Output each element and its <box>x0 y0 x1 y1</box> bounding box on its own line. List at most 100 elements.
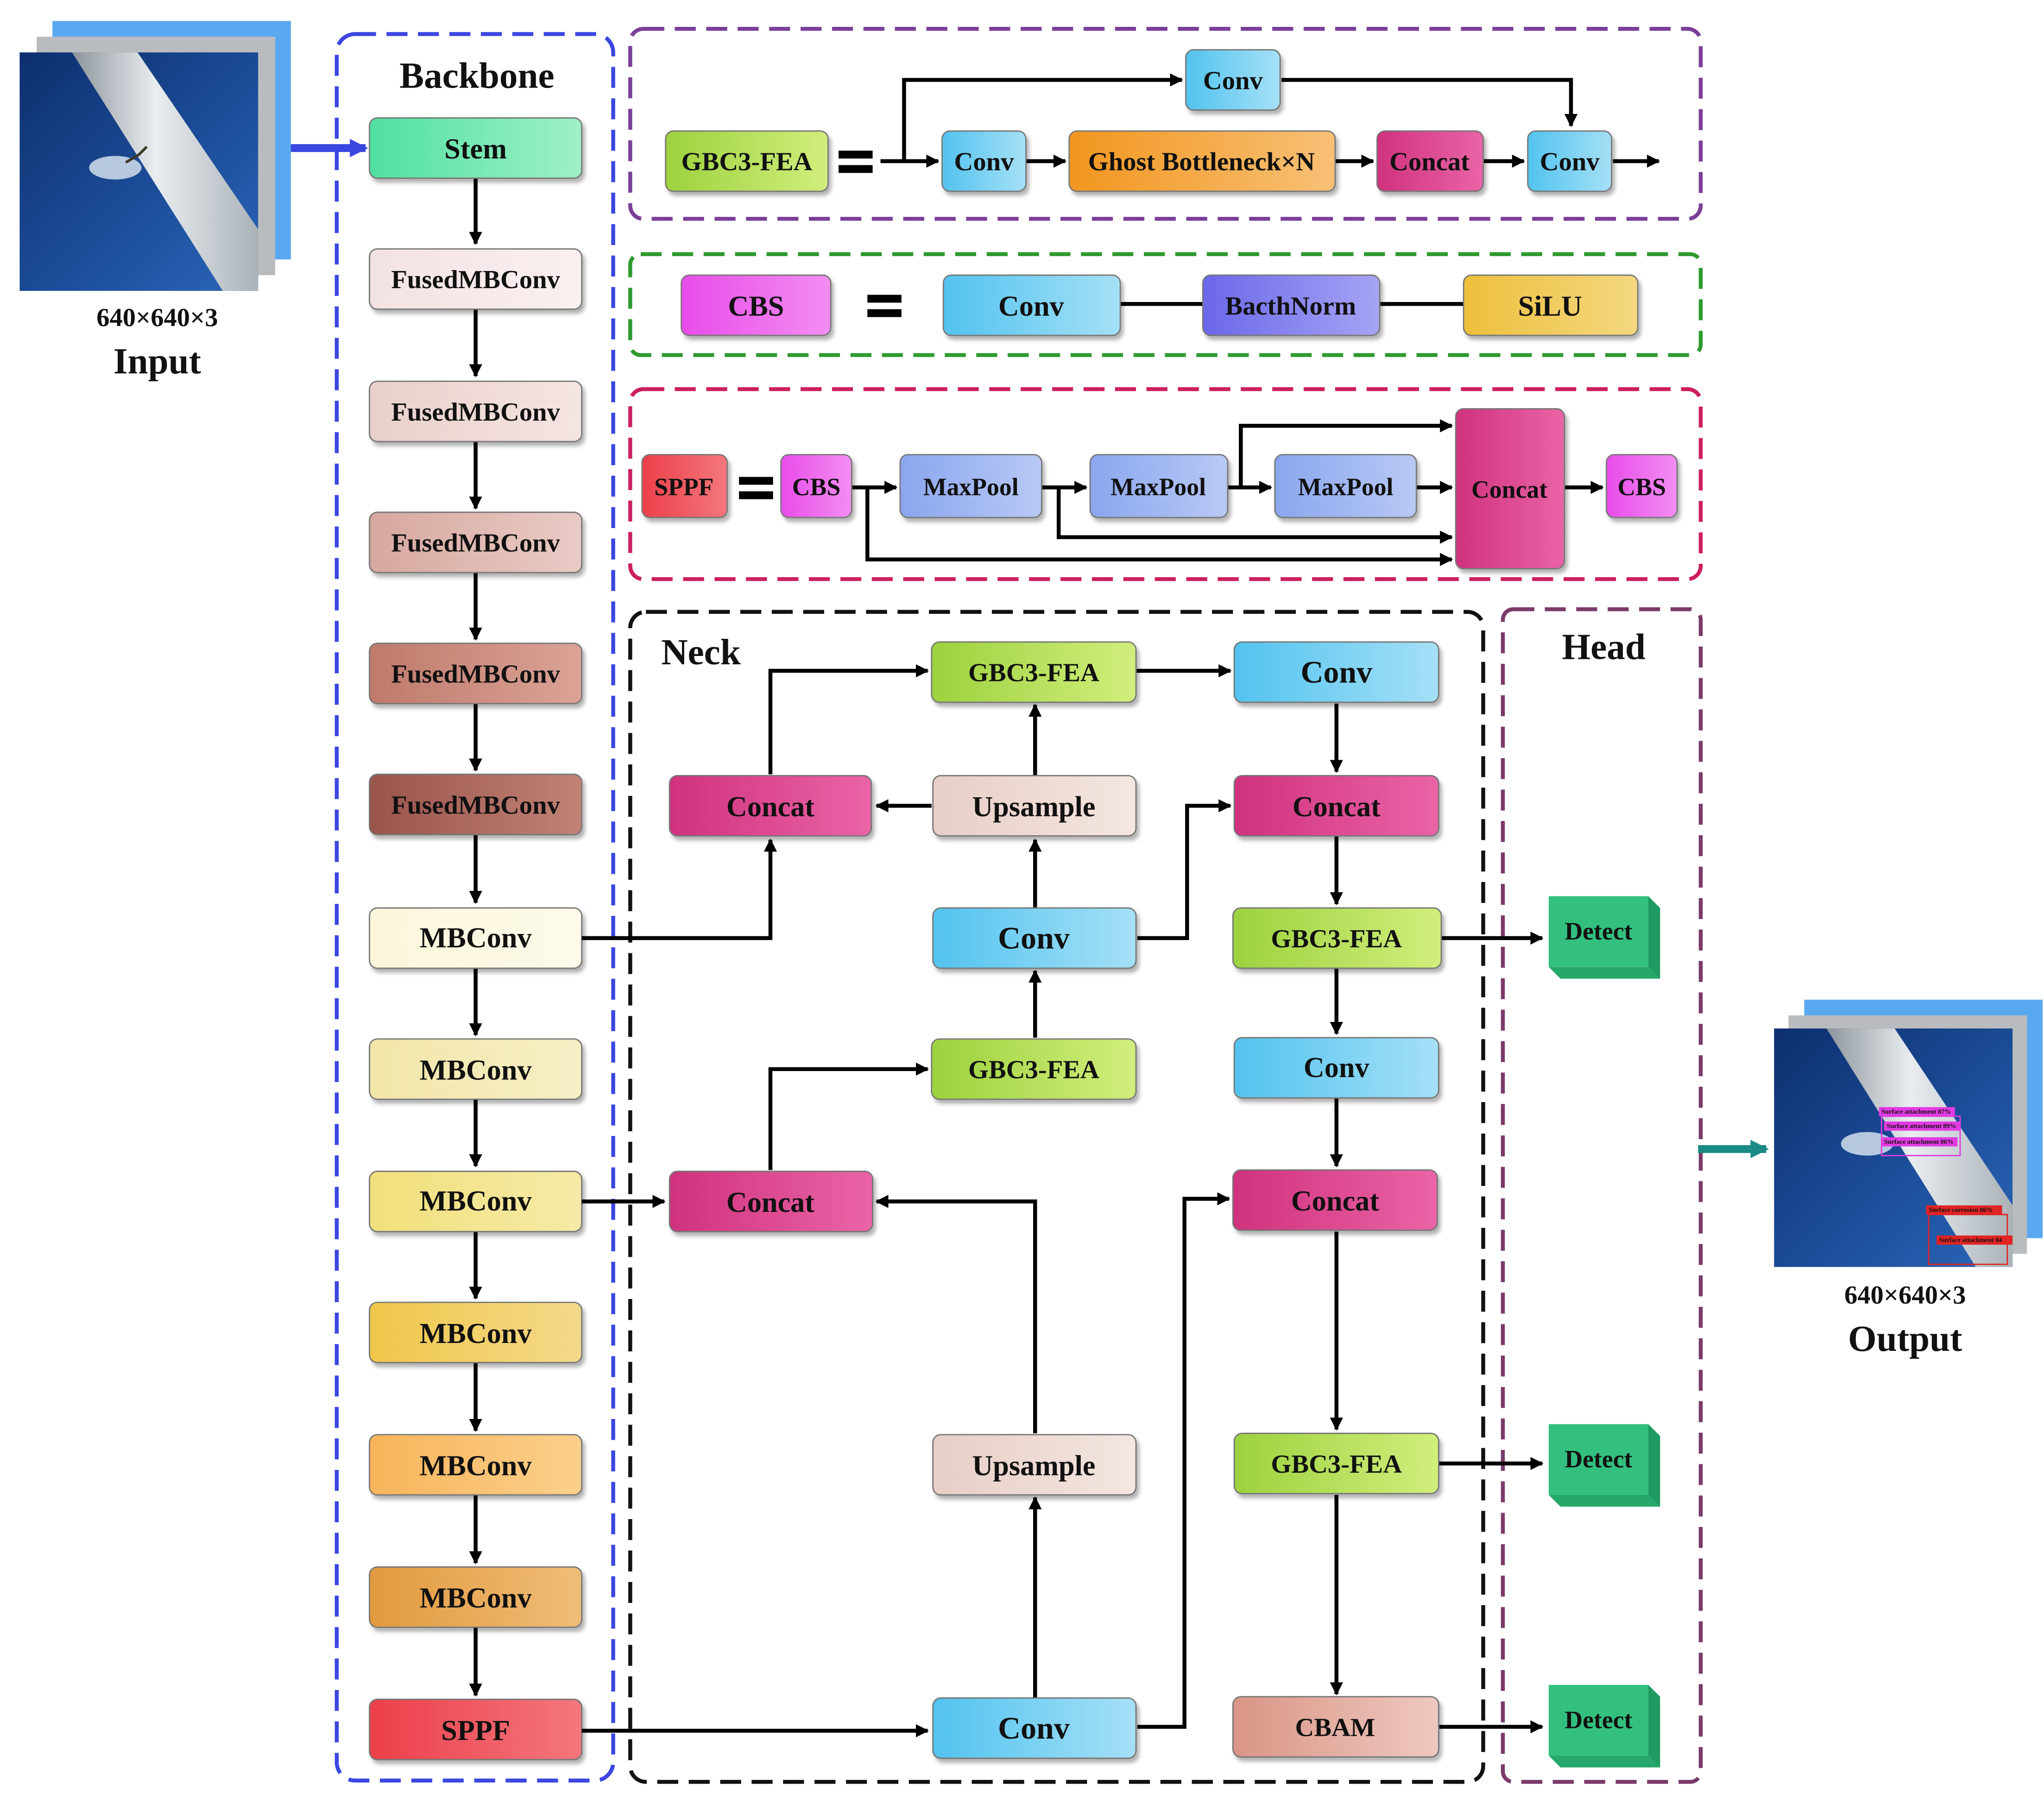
svg-text:GBC3-FEA: GBC3-FEA <box>968 659 1099 687</box>
svg-text:Conv: Conv <box>1300 655 1372 689</box>
backbone-block-mbconv-3[interactable]: MBConv <box>369 1170 583 1232</box>
svg-text:Surface attachment 86%: Surface attachment 86% <box>1884 1138 1954 1146</box>
svg-text:GBC3-FEA: GBC3-FEA <box>681 148 813 177</box>
svg-text:CBAM: CBAM <box>1295 1713 1375 1742</box>
sppf-def-maxpool-1[interactable]: MaxPool <box>899 454 1042 518</box>
sppf-def-maxpool-3[interactable]: MaxPool <box>1274 454 1417 518</box>
svg-text:Conv: Conv <box>1203 66 1263 95</box>
svg-text:MaxPool: MaxPool <box>1298 473 1394 501</box>
neck-conv-r1[interactable]: Conv <box>1233 641 1439 703</box>
gbc3-def-concat[interactable]: Concat <box>1376 130 1484 192</box>
neck-concat-b[interactable]: Concat <box>669 1170 873 1232</box>
cbs-def-silu[interactable]: SiLU <box>1463 274 1639 336</box>
svg-text:SPPF: SPPF <box>441 1715 510 1746</box>
backbone-block-sppf[interactable]: SPPF <box>369 1698 583 1760</box>
head-detect-3[interactable]: Detect <box>1548 1685 1660 1768</box>
backbone-block-fusedmbconv-4[interactable]: FusedMBConv <box>369 643 583 705</box>
svg-text:Concat: Concat <box>1471 476 1547 504</box>
neck-gbc3-r2[interactable]: GBC3-FEA <box>1233 1432 1439 1494</box>
svg-text:Upsample: Upsample <box>972 1450 1095 1482</box>
svg-text:FusedMBConv: FusedMBConv <box>391 660 560 688</box>
backbone-block-stem[interactable]: Stem <box>369 117 583 179</box>
output-label: Output <box>1848 1318 1962 1359</box>
cbs-def-name[interactable]: CBS <box>681 274 832 336</box>
input-dims: 640×640×3 <box>96 303 218 332</box>
gbc3-def-conv-2[interactable]: Conv <box>1527 130 1613 192</box>
svg-text:MaxPool: MaxPool <box>1110 473 1206 501</box>
svg-text:Conv: Conv <box>954 148 1015 177</box>
sppf-def-equals <box>739 477 773 499</box>
neck-conv-r2[interactable]: Conv <box>1233 1037 1439 1099</box>
svg-text:Surface corrosion 86%: Surface corrosion 86% <box>1929 1206 1993 1214</box>
svg-text:BacthNorm: BacthNorm <box>1225 292 1356 321</box>
svg-text:Ghost Bottleneck×N: Ghost Bottleneck×N <box>1088 148 1315 177</box>
svg-text:Conv: Conv <box>998 291 1065 322</box>
neck-conv-bottom[interactable]: Conv <box>932 1697 1137 1759</box>
svg-text:Stem: Stem <box>444 133 507 165</box>
backbone-block-mbconv-2[interactable]: MBConv <box>369 1038 583 1100</box>
svg-text:Surface attachment 87%: Surface attachment 87% <box>1881 1108 1951 1116</box>
gbc3-def-arrows <box>880 73 1660 168</box>
backbone-block-mbconv-1[interactable]: MBConv <box>369 907 583 969</box>
svg-text:MBConv: MBConv <box>420 1582 532 1614</box>
neck-conv-mid[interactable]: Conv <box>932 907 1137 969</box>
svg-text:CBS: CBS <box>792 473 840 501</box>
svg-text:Concat: Concat <box>1389 148 1470 177</box>
gbc3-def-name[interactable]: GBC3-FEA <box>665 130 829 192</box>
gbc3-def-conv-1[interactable]: Conv <box>941 130 1027 192</box>
sppf-def-maxpool-2[interactable]: MaxPool <box>1089 454 1229 518</box>
svg-text:FusedMBConv: FusedMBConv <box>391 529 560 558</box>
backbone-block-fusedmbconv-3[interactable]: FusedMBConv <box>369 511 583 574</box>
output-image-stack: Surface attachment 87% Surface attachmen… <box>1774 999 2043 1267</box>
cbs-definition-frame <box>628 252 1703 357</box>
svg-text:FusedMBConv: FusedMBConv <box>391 791 560 820</box>
svg-text:GBC3-FEA: GBC3-FEA <box>968 1056 1099 1084</box>
neck-cbam[interactable]: CBAM <box>1232 1696 1439 1758</box>
sppf-def-cbs-1[interactable]: CBS <box>780 454 852 518</box>
backbone-block-fusedmbconv-1[interactable]: FusedMBConv <box>369 248 583 310</box>
output-dims: 640×640×3 <box>1844 1281 1966 1310</box>
svg-text:MBConv: MBConv <box>420 1450 532 1482</box>
svg-text:MBConv: MBConv <box>420 1185 532 1217</box>
svg-text:MBConv: MBConv <box>420 1054 532 1086</box>
neck-upsample-b[interactable]: Upsample <box>932 1434 1137 1496</box>
gbc3-def-equals <box>839 151 873 173</box>
neck-gbc3-mid[interactable]: GBC3-FEA <box>931 1038 1137 1100</box>
neck-gbc3-top[interactable]: GBC3-FEA <box>931 641 1137 703</box>
cbs-def-conv[interactable]: Conv <box>942 274 1121 336</box>
neck-concat-r2[interactable]: Concat <box>1232 1169 1438 1231</box>
svg-text:Conv: Conv <box>998 1711 1070 1746</box>
backbone-block-fusedmbconv-5[interactable]: FusedMBConv <box>369 774 583 835</box>
cbs-def-batchnorm[interactable]: BacthNorm <box>1202 274 1381 336</box>
head-detect-2[interactable]: Detect <box>1548 1424 1660 1507</box>
svg-text:Upsample: Upsample <box>972 791 1095 823</box>
svg-text:FusedMBConv: FusedMBConv <box>391 398 560 427</box>
backbone-block-fusedmbconv-2[interactable]: FusedMBConv <box>369 380 583 442</box>
neck-concat-a[interactable]: Concat <box>669 775 872 837</box>
sppf-def-cbs-2[interactable]: CBS <box>1605 454 1678 518</box>
svg-text:GBC3-FEA: GBC3-FEA <box>1271 925 1402 953</box>
svg-text:Surface attachment 84: Surface attachment 84 <box>1939 1236 2002 1244</box>
sppf-definition-frame <box>628 387 1703 581</box>
svg-text:MBConv: MBConv <box>420 1318 532 1349</box>
backbone-block-mbconv-4[interactable]: MBConv <box>369 1301 583 1363</box>
svg-text:MBConv: MBConv <box>420 922 532 954</box>
neck-concat-r1[interactable]: Concat <box>1233 775 1439 837</box>
svg-text:MaxPool: MaxPool <box>923 473 1019 501</box>
gbc3-def-conv-top[interactable]: Conv <box>1185 49 1281 111</box>
backbone-block-mbconv-6[interactable]: MBConv <box>369 1566 583 1628</box>
svg-text:GBC3-FEA: GBC3-FEA <box>1271 1450 1402 1479</box>
sppf-def-name[interactable]: SPPF <box>641 454 728 518</box>
neck-frame <box>628 610 1485 1784</box>
svg-text:SPPF: SPPF <box>654 473 713 501</box>
backbone-block-mbconv-5[interactable]: MBConv <box>369 1434 583 1496</box>
svg-text:Detect: Detect <box>1565 917 1632 945</box>
sppf-def-concat[interactable]: Concat <box>1455 408 1565 569</box>
neck-gbc3-r1[interactable]: GBC3-FEA <box>1232 907 1442 969</box>
neck-upsample-a[interactable]: Upsample <box>932 775 1137 837</box>
svg-text:FusedMBConv: FusedMBConv <box>391 265 560 294</box>
gbc3-def-ghost-bottleneck[interactable]: Ghost Bottleneck×N <box>1068 130 1336 192</box>
svg-text:Concat: Concat <box>726 791 814 823</box>
head-detect-1[interactable]: Detect <box>1548 896 1660 979</box>
